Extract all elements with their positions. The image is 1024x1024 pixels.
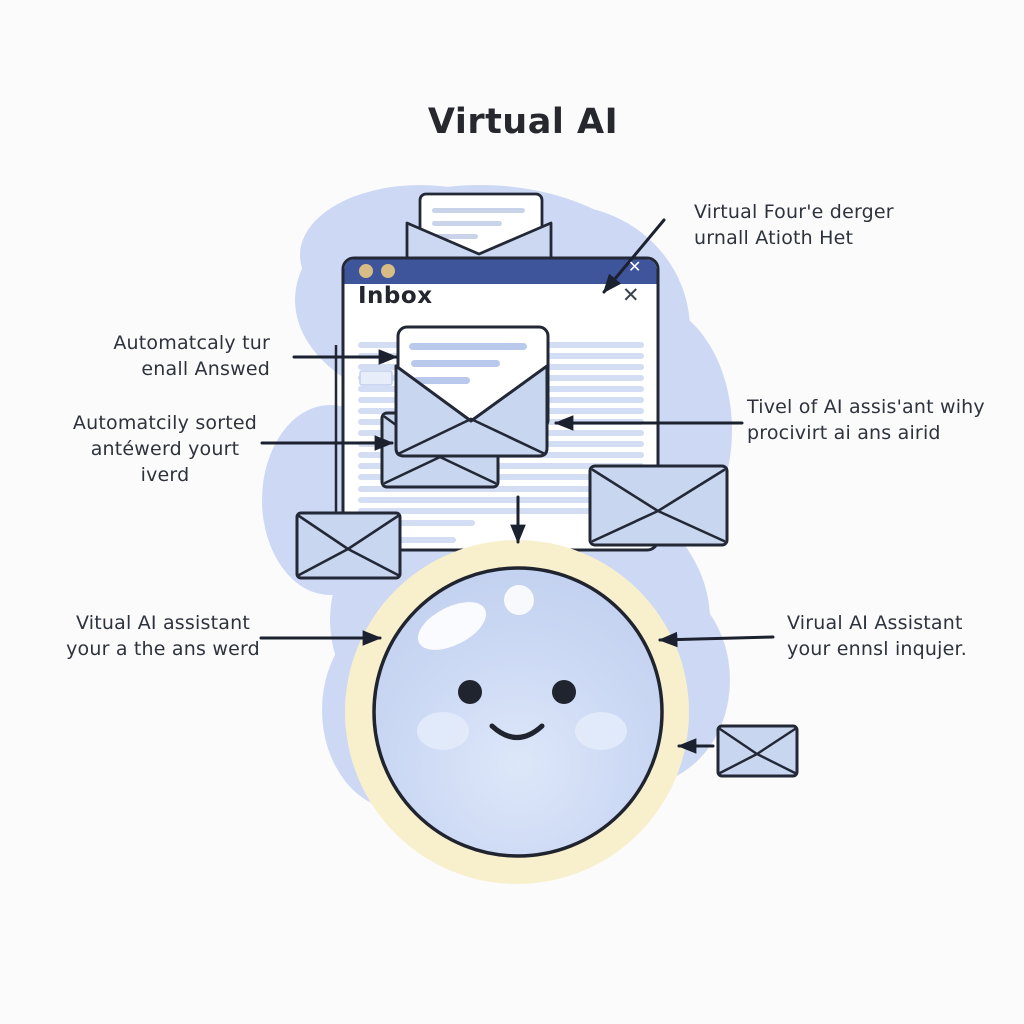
titlebar-close-icon: ✕ [628,257,642,276]
window-titlebar [344,259,657,284]
blush-icon [417,712,469,750]
label-line: Tivel of AI assis'ant wihy [747,396,985,418]
arrow-icon-titlebar [602,218,666,294]
label-line: Automatcily sorted [72,412,258,434]
inbox-close-icon: ✕ [622,283,640,307]
label-line: your a the ans werd [66,638,260,661]
label-line: Virual AI Assistant [787,612,963,634]
label-top-right: Virtual Four'e derger urnall Atioth Het [694,199,894,251]
label-left-upper: Automatcaly tur enall Answed [113,330,270,382]
titlebar-dot-icon [359,264,373,278]
titlebar-dot-icon [381,264,395,278]
label-bottom-left: Vitual AI assistant your a the ans werd [64,610,262,662]
eye-icon [552,680,576,704]
page-title: Virtual AI [427,102,619,142]
highlight-icon [417,602,487,650]
label-line: enall Answed [141,358,270,381]
arrow-icon-ball-right [658,631,775,648]
label-line: your ennsl inqujer. [787,638,968,661]
smile-icon [489,723,545,740]
inbox-window-title: Inbox [358,283,433,309]
label-line: Vitual AI assistant [76,612,250,634]
blush-icon [575,712,627,750]
highlight-icon [504,585,534,615]
smiling-ball-assistant-icon [345,540,689,884]
envelope-icon-small [716,724,799,778]
inbox-highlight-box [359,370,393,386]
arrow-connectors [259,218,775,754]
label-bottom-right: Virual AI Assistant your ennsl inqujer. [787,610,967,662]
label-line: procivirt ai ans airid [747,422,941,445]
label-line: urnall Atioth Het [694,227,854,250]
label-left-lower: Automatcily sorted antéwerd yourt iverd [66,410,264,489]
open-envelope-letter-icon [394,325,550,458]
label-right-mid: Tivel of AI assis'ant wihy procivirt ai … [747,394,985,446]
label-line: antéwerd yourt iverd [90,438,240,487]
label-line: Virtual Four'e derger [694,201,894,223]
envelope-icon-right [588,464,729,547]
envelope-icon-left [295,511,402,580]
top-open-envelope-icon [405,192,553,266]
eye-icon [458,680,482,704]
label-line: Automatcaly tur [113,332,270,354]
